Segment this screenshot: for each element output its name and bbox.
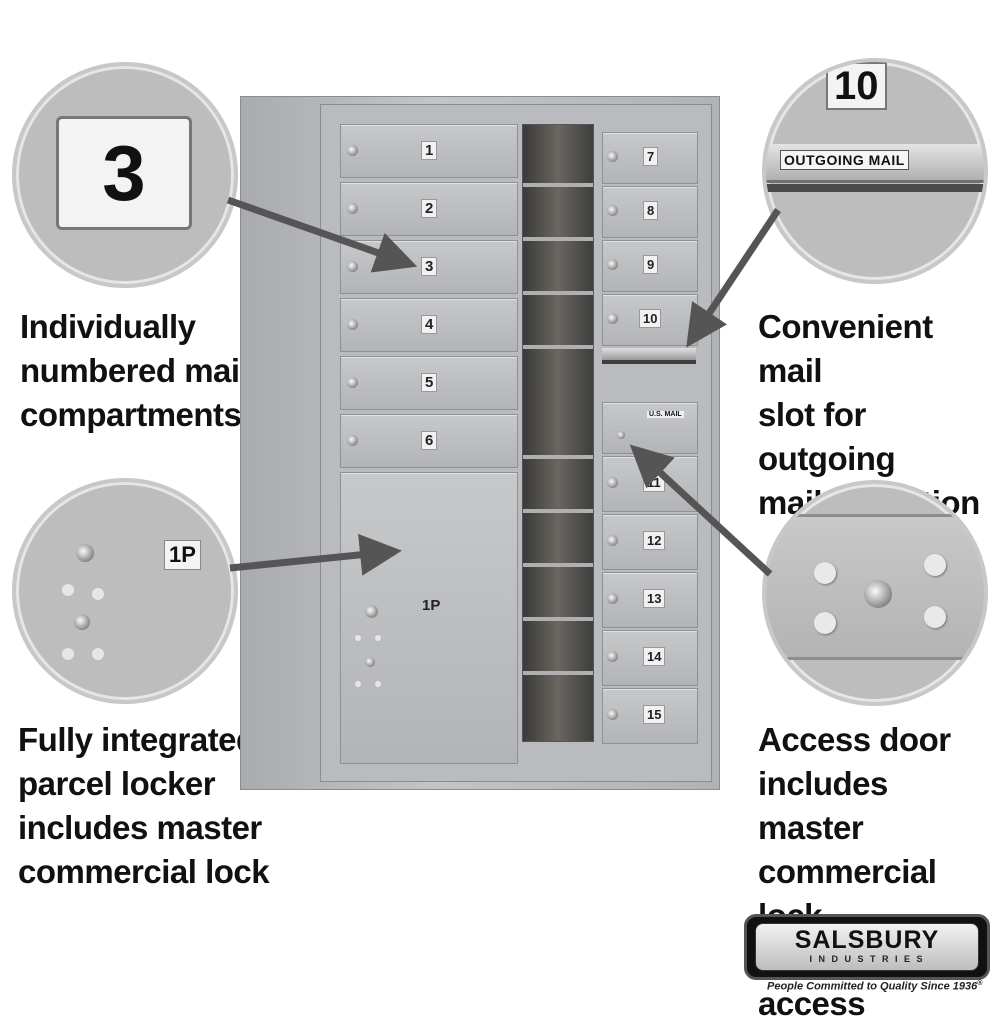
interior-shelf [523,345,593,349]
compartment-number: 5 [421,373,438,392]
lock-icon[interactable] [607,535,618,546]
lock-icon[interactable] [607,709,618,720]
tagline-text: People Committed to Quality Since 1936 [767,980,978,993]
lock-icon[interactable] [617,431,625,439]
interior-shelf [523,237,593,241]
lock-icon[interactable] [347,435,358,446]
caption-parcel-locker: Fully integrated parcel locker includes … [18,721,270,890]
compartment-number: 3 [421,257,438,276]
rivet-icon [62,584,74,596]
compartment-door-9[interactable]: 9 [602,240,698,292]
caption-numbered-compartments: Individually numbered mail compartments [20,308,249,433]
compartment-number: 2 [421,199,438,218]
rivet-icon [62,648,74,660]
lock-icon[interactable] [607,477,618,488]
logo-inner: SALSBURY I N D U S T R I E S [755,923,979,971]
interior-shelf [523,509,593,513]
compartment-door-15[interactable]: 15 [602,688,698,744]
lock-icon[interactable] [365,605,378,618]
usmail-label: U.S. MAIL [647,411,684,418]
brand-tagline: People Committed to Quality Since 1936® [767,980,982,993]
lock-icon[interactable] [607,259,618,270]
zoom-circle-number-3: 3 [12,62,238,288]
compartment-door-2[interactable]: 2 [340,182,518,236]
zoom-circle-access-lock [762,480,988,706]
compartment-number: 7 [643,147,659,166]
compartment-number: 1 [421,141,438,160]
number-10-label: 10 [826,62,887,110]
zoom-circle-parcel-lock: 1P [12,478,238,704]
compartment-number: 8 [643,201,659,220]
rivet-icon [814,562,836,584]
compartment-door-14[interactable]: 14 [602,630,698,686]
compartment-door-5[interactable]: 5 [340,356,518,410]
compartment-door-10[interactable]: 10 [602,294,698,346]
compartment-door-13[interactable]: 13 [602,572,698,628]
number-3-label: 3 [102,129,146,217]
mail-slot-opening [766,184,984,192]
lock-icon [76,544,94,562]
lock-icon[interactable] [347,203,358,214]
compartment-number: 13 [643,589,666,608]
compartment-number: 6 [421,431,438,450]
compartment-number: 9 [643,255,659,274]
zoom-circle-outgoing-mail: 10 OUTGOING MAIL [762,58,988,284]
salsbury-logo: SALSBURY I N D U S T R I E S [744,914,990,980]
interior-shelf [523,671,593,675]
registered-mark: ® [977,980,983,987]
rivet-icon [355,681,361,687]
rivet-icon [814,612,836,634]
interior-shelf [523,563,593,567]
access-door-panel[interactable]: U.S. MAIL [602,402,698,454]
lock-icon[interactable] [607,205,618,216]
interior-shelf [523,455,593,459]
brand-sub: I N D U S T R I E S [809,954,925,964]
rivet-icon [355,635,361,641]
lock-icon [864,580,892,608]
parcel-locker-number: 1P [422,597,441,614]
lock-icon[interactable] [347,319,358,330]
compartment-door-4[interactable]: 4 [340,298,518,352]
mailbox-cabinet: 1 2 3 4 5 6 1P [240,96,720,790]
outgoing-mail-slot[interactable] [602,348,696,364]
compartment-door-11[interactable]: 11 [602,456,698,512]
rivet-icon [92,648,104,660]
brand-name: SALSBURY [794,926,940,954]
compartment-door-12[interactable]: 12 [602,514,698,570]
rivet-icon [924,554,946,576]
compartment-door-7[interactable]: 7 [602,132,698,184]
compartment-door-1[interactable]: 1 [340,124,518,178]
rivet-icon [375,681,381,687]
zoom-parcel-label: 1P [164,540,201,570]
interior-shelf [523,617,593,621]
rivet-icon [924,606,946,628]
compartment-number: 12 [643,531,666,550]
lock-icon[interactable] [347,377,358,388]
compartment-door-6[interactable]: 6 [340,414,518,468]
compartment-door-8[interactable]: 8 [602,186,698,238]
interior-shelf [523,291,593,295]
rivet-icon [92,588,104,600]
compartment-number: 14 [643,647,666,666]
outgoing-mail-label: OUTGOING MAIL [780,150,909,170]
lock-icon [74,614,90,630]
cabinet-interior [522,124,594,742]
compartment-number: 4 [421,315,438,334]
compartment-number: 10 [639,309,662,328]
lock-icon[interactable] [607,593,618,604]
parcel-locker-door[interactable]: 1P [340,472,518,764]
lock-icon[interactable] [347,261,358,272]
compartment-number: 15 [643,705,666,724]
compartment-number: 11 [643,473,665,492]
lock-icon[interactable] [365,657,375,667]
lock-icon[interactable] [607,151,618,162]
lock-icon[interactable] [347,145,358,156]
lock-icon[interactable] [607,313,618,324]
lock-icon[interactable] [607,651,618,662]
rivet-icon [375,635,381,641]
number-3-plate: 3 [56,116,192,230]
interior-shelf [523,183,593,187]
compartment-door-3[interactable]: 3 [340,240,518,294]
